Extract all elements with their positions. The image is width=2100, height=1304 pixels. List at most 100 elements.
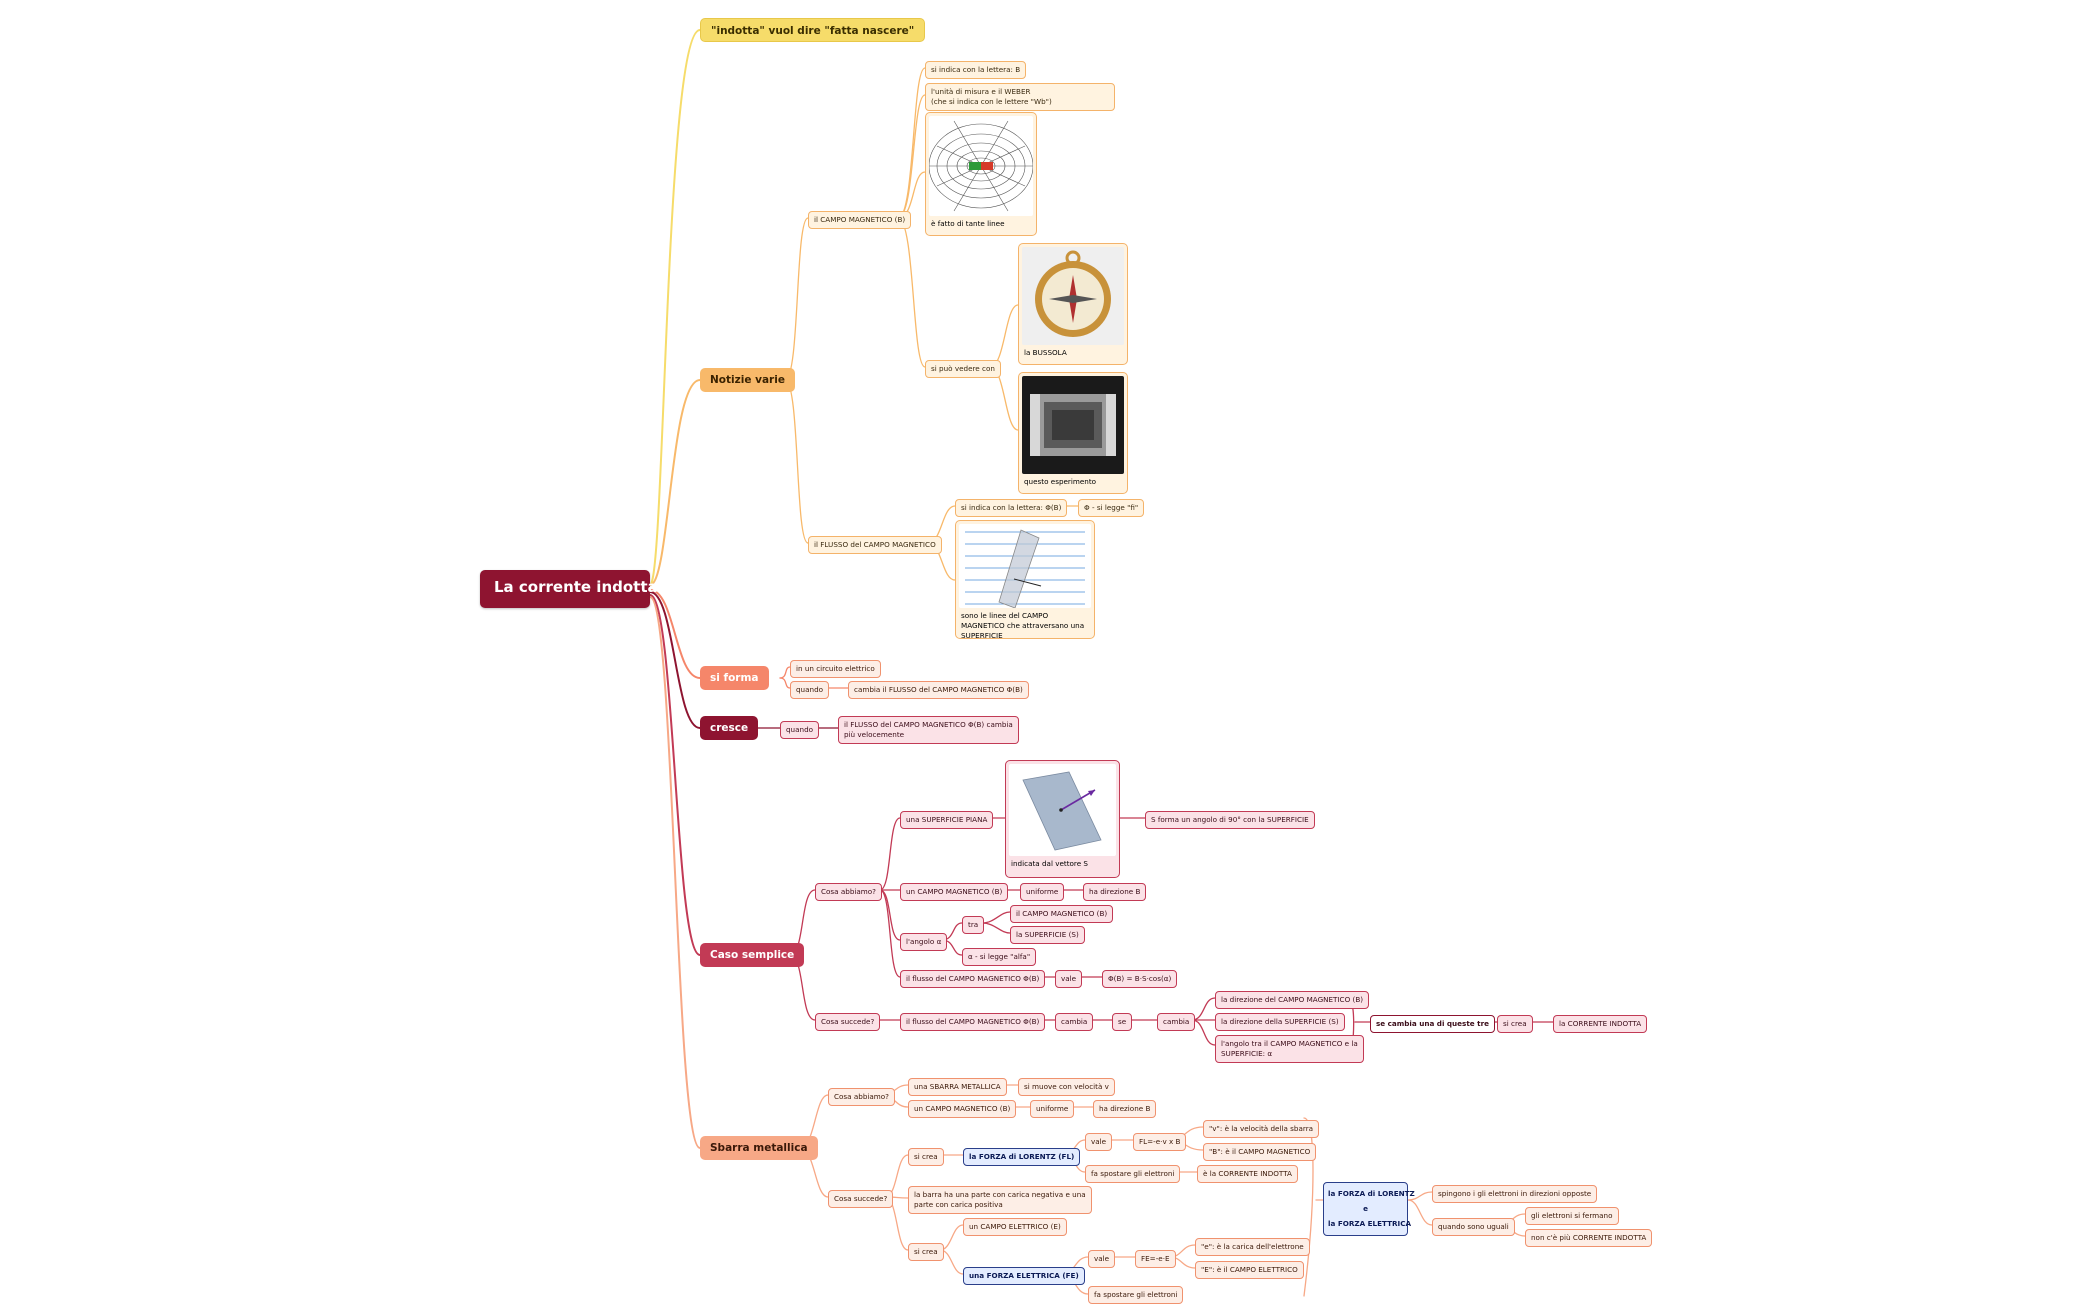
branch-notizie-varie[interactable]: Notizie varie <box>700 368 795 392</box>
card-vettore-s[interactable]: indicata dal vettore S <box>1005 760 1120 878</box>
node-tra-campo[interactable]: il CAMPO MAGNETICO (B) <box>1010 905 1114 923</box>
node-sbarra-campo[interactable]: un CAMPO MAGNETICO (B) <box>908 1100 1017 1118</box>
node-caso-direzione[interactable]: ha direzione B <box>1083 883 1147 901</box>
card-flusso[interactable]: sono le linee del CAMPO MAGNETICO che at… <box>955 520 1095 640</box>
node-caso-si-crea[interactable]: si crea <box>1497 1015 1533 1033</box>
node-carica[interactable]: la barra ha una parte con carica negativ… <box>908 1186 1092 1214</box>
node-superficie-piana[interactable]: una SUPERFICIE PIANA <box>900 811 994 829</box>
angolo-tra-line2: SUPERFICIE: α <box>1221 1049 1273 1058</box>
node-si-crea-2[interactable]: si crea <box>908 1243 944 1261</box>
carica-line1: la barra ha una parte con carica negativ… <box>914 1190 1086 1199</box>
node-se-cambia[interactable]: se cambia una di queste tre <box>1370 1015 1495 1033</box>
branch-cresce[interactable]: cresce <box>700 716 759 740</box>
node-caso-uniforme[interactable]: uniforme <box>1020 883 1065 901</box>
node-vale-2[interactable]: vale <box>1088 1250 1116 1268</box>
node-b-desc[interactable]: "B": è il CAMPO MAGNETICO <box>1203 1143 1317 1161</box>
node-circuito[interactable]: in un circuito elettrico <box>790 660 881 678</box>
bussola-caption: la BUSSOLA <box>1024 348 1067 357</box>
flusso-velocemente-line1: il FLUSSO del CAMPO MAGNETICO Φ(B) cambi… <box>844 720 1013 729</box>
compass-image <box>1022 247 1124 345</box>
node-caso-cambia2[interactable]: cambia <box>1157 1013 1196 1031</box>
node-campo-elettrico[interactable]: un CAMPO ELETTRICO (E) <box>963 1218 1067 1236</box>
node-velocita[interactable]: si muove con velocità v <box>1018 1078 1115 1096</box>
node-campo-unita[interactable]: l'unità di misura e il WEBER (che si ind… <box>925 83 1115 111</box>
card-linee-campo[interactable]: è fatto di tante linee <box>925 112 1037 236</box>
node-dir-campo[interactable]: la direzione del CAMPO MAGNETICO (B) <box>1215 991 1370 1009</box>
node-angolo-tra[interactable]: l'angolo tra il CAMPO MAGNETICO e la SUP… <box>1215 1035 1364 1063</box>
node-sposta-2[interactable]: fa spostare gli elettroni <box>1088 1286 1184 1304</box>
node-flusso-si-legge[interactable]: Φ - si legge "fi" <box>1078 499 1145 517</box>
branch-indotta[interactable]: "indotta" vuol dire "fatta nascere" <box>700 18 926 42</box>
branch-sbarra-metallica[interactable]: Sbarra metallica <box>700 1136 818 1160</box>
node-quando-uguali[interactable]: quando sono uguali <box>1432 1218 1515 1236</box>
card-esperimento[interactable]: questo esperimento <box>1018 372 1128 494</box>
carica-line2: parte con carica positiva <box>914 1200 1003 1209</box>
node-caso-vale[interactable]: vale <box>1055 970 1083 988</box>
node-alfa-si-legge[interactable]: α - si legge "alfa" <box>962 948 1037 966</box>
node-forza-lorentz[interactable]: la FORZA di LORENTZ (FL) <box>963 1148 1081 1166</box>
campo-unita-line1: l'unità di misura e il WEBER <box>931 87 1031 96</box>
node-sbarra-uniforme[interactable]: uniforme <box>1030 1100 1075 1118</box>
magnetic-field-lines-image <box>929 116 1033 216</box>
branch-caso-semplice[interactable]: Caso semplice <box>700 943 805 967</box>
node-vale-1[interactable]: vale <box>1085 1133 1113 1151</box>
node-flusso-lettera[interactable]: si indica con la lettera: Φ(B) <box>955 499 1068 517</box>
node-caso-corrente[interactable]: la CORRENTE INDOTTA <box>1553 1015 1648 1033</box>
flux-image <box>959 524 1091 608</box>
node-e-desc[interactable]: "e": è la carica dell'elettrone <box>1195 1238 1310 1256</box>
node-cambia-flusso[interactable]: cambia il FLUSSO del CAMPO MAGNETICO Φ(B… <box>848 681 1029 699</box>
flusso-caption: sono le linee del CAMPO MAGNETICO che at… <box>961 611 1085 640</box>
node-forza-elettrica[interactable]: una FORZA ELETTRICA (FE) <box>963 1267 1085 1285</box>
box-line3: la FORZA ELETTRICA <box>1328 1219 1412 1228</box>
node-caso-flusso[interactable]: il flusso del CAMPO MAGNETICO Φ(B) <box>900 970 1046 988</box>
node-siforma-quando[interactable]: quando <box>790 681 830 699</box>
node-caso-campo[interactable]: un CAMPO MAGNETICO (B) <box>900 883 1009 901</box>
node-tra-superficie[interactable]: la SUPERFICIE (S) <box>1010 926 1085 944</box>
box-line1: la FORZA di LORENTZ <box>1328 1189 1415 1198</box>
node-non-piu[interactable]: non c'è più CORRENTE INDOTTA <box>1525 1229 1653 1247</box>
surface-vector-image <box>1009 764 1116 856</box>
node-dir-superficie[interactable]: la direzione della SUPERFICIE (S) <box>1215 1013 1345 1031</box>
node-flusso-campo[interactable]: il FLUSSO del CAMPO MAGNETICO <box>808 536 942 554</box>
node-campo-lettera[interactable]: si indica con la lettera: B <box>925 61 1027 79</box>
box-line2: e <box>1363 1204 1368 1213</box>
node-sbarra[interactable]: una SBARRA METALLICA <box>908 1078 1007 1096</box>
node-sbarra-direzione[interactable]: ha direzione B <box>1093 1100 1157 1118</box>
node-v-desc[interactable]: "v": è la velocità della sbarra <box>1203 1120 1320 1138</box>
root-topic[interactable]: La corrente indotta <box>480 570 658 608</box>
node-caso-cambia[interactable]: cambia <box>1055 1013 1094 1031</box>
node-sbarra-abbiamo[interactable]: Cosa abbiamo? <box>828 1088 895 1106</box>
node-caso-abbiamo[interactable]: Cosa abbiamo? <box>815 883 882 901</box>
node-angolo-90[interactable]: S forma un angolo di 90° con la SUPERFIC… <box>1145 811 1315 829</box>
node-cresce-quando[interactable]: quando <box>780 721 820 739</box>
node-sbarra-succede[interactable]: Cosa succede? <box>828 1190 894 1208</box>
node-formula-flusso[interactable]: Φ(B) = B·S·cos(α) <box>1102 970 1178 988</box>
vettore-caption: indicata dal vettore S <box>1011 859 1088 868</box>
node-si-puo-vedere[interactable]: si può vedere con <box>925 360 1001 378</box>
node-si-crea-1[interactable]: si crea <box>908 1148 944 1166</box>
experiment-image <box>1022 376 1124 474</box>
node-caso-se[interactable]: se <box>1112 1013 1133 1031</box>
node-fermano[interactable]: gli elettroni si fermano <box>1525 1207 1619 1225</box>
flusso-velocemente-line2: più velocemente <box>844 730 905 739</box>
node-caso-flusso2[interactable]: il flusso del CAMPO MAGNETICO Φ(B) <box>900 1013 1046 1031</box>
campo-unita-line2: (che si indica con le lettere "Wb") <box>931 97 1052 106</box>
card-bussola[interactable]: la BUSSOLA <box>1018 243 1128 365</box>
node-E-desc[interactable]: "E": è il CAMPO ELETTRICO <box>1195 1261 1304 1279</box>
node-sposta-1[interactable]: fa spostare gli elettroni <box>1085 1165 1181 1183</box>
node-formula-fe[interactable]: FE=-e·E <box>1135 1250 1176 1268</box>
branch-si-forma[interactable]: si forma <box>700 666 769 690</box>
node-sbarra-corrente[interactable]: è la CORRENTE INDOTTA <box>1197 1165 1298 1183</box>
angolo-tra-line1: l'angolo tra il CAMPO MAGNETICO e la <box>1221 1039 1358 1048</box>
node-formula-fl[interactable]: FL=-e·v x B <box>1133 1133 1187 1151</box>
node-campo-magnetico[interactable]: il CAMPO MAGNETICO (B) <box>808 211 912 229</box>
node-tra[interactable]: tra <box>962 916 985 934</box>
esperimento-caption: questo esperimento <box>1024 477 1097 486</box>
node-angolo-alfa[interactable]: l'angolo α <box>900 933 948 951</box>
node-lorentz-elettrica[interactable]: la FORZA di LORENTZ e la FORZA ELETTRICA <box>1323 1182 1415 1236</box>
node-caso-succede[interactable]: Cosa succede? <box>815 1013 881 1031</box>
linee-caption: è fatto di tante linee <box>931 219 1005 228</box>
node-spingono[interactable]: spingono i gli elettroni in direzioni op… <box>1432 1185 1598 1203</box>
node-flusso-velocemente[interactable]: il FLUSSO del CAMPO MAGNETICO Φ(B) cambi… <box>838 716 1019 744</box>
